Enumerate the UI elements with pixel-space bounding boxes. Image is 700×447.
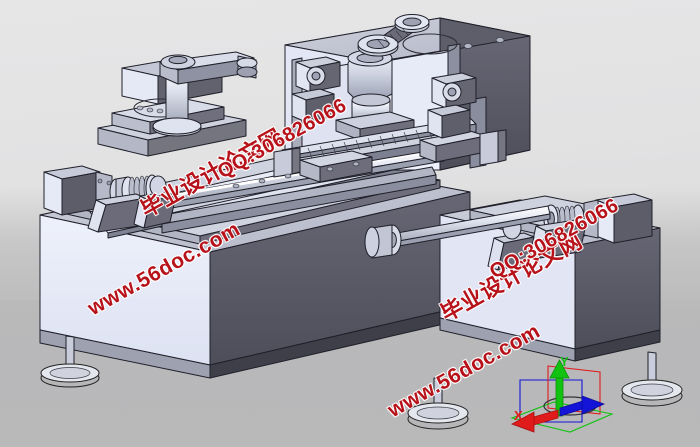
servo-right[interactable] [583,193,653,244]
side-block-right [427,104,471,139]
spindle-head[interactable] [335,49,415,141]
bearing-block-left[interactable] [133,175,177,229]
foot-pad-3 [621,379,683,407]
axis-y [549,359,570,417]
axis-triad[interactable]: Y X Z [508,354,628,446]
swing-arm[interactable] [159,51,258,85]
side-block-left [291,88,335,123]
foot-pad-1 [40,363,100,388]
belt-pulley[interactable] [357,14,458,57]
bearing-block-right[interactable] [487,216,535,271]
axis-x [511,409,559,433]
gantry-support-right [479,129,507,166]
axis-z [559,395,606,417]
gantry-support-left [273,147,301,178]
actuator-left[interactable] [295,56,341,93]
fasteners [232,37,505,189]
foot-pad-2 [407,402,469,430]
axis-triad-svg [510,359,614,433]
guide-bar [157,166,437,234]
actuator-right[interactable] [431,72,477,109]
axis-label-y: Y [560,354,569,369]
chuck-right[interactable] [364,224,402,259]
axis-label-x: X [514,408,523,423]
